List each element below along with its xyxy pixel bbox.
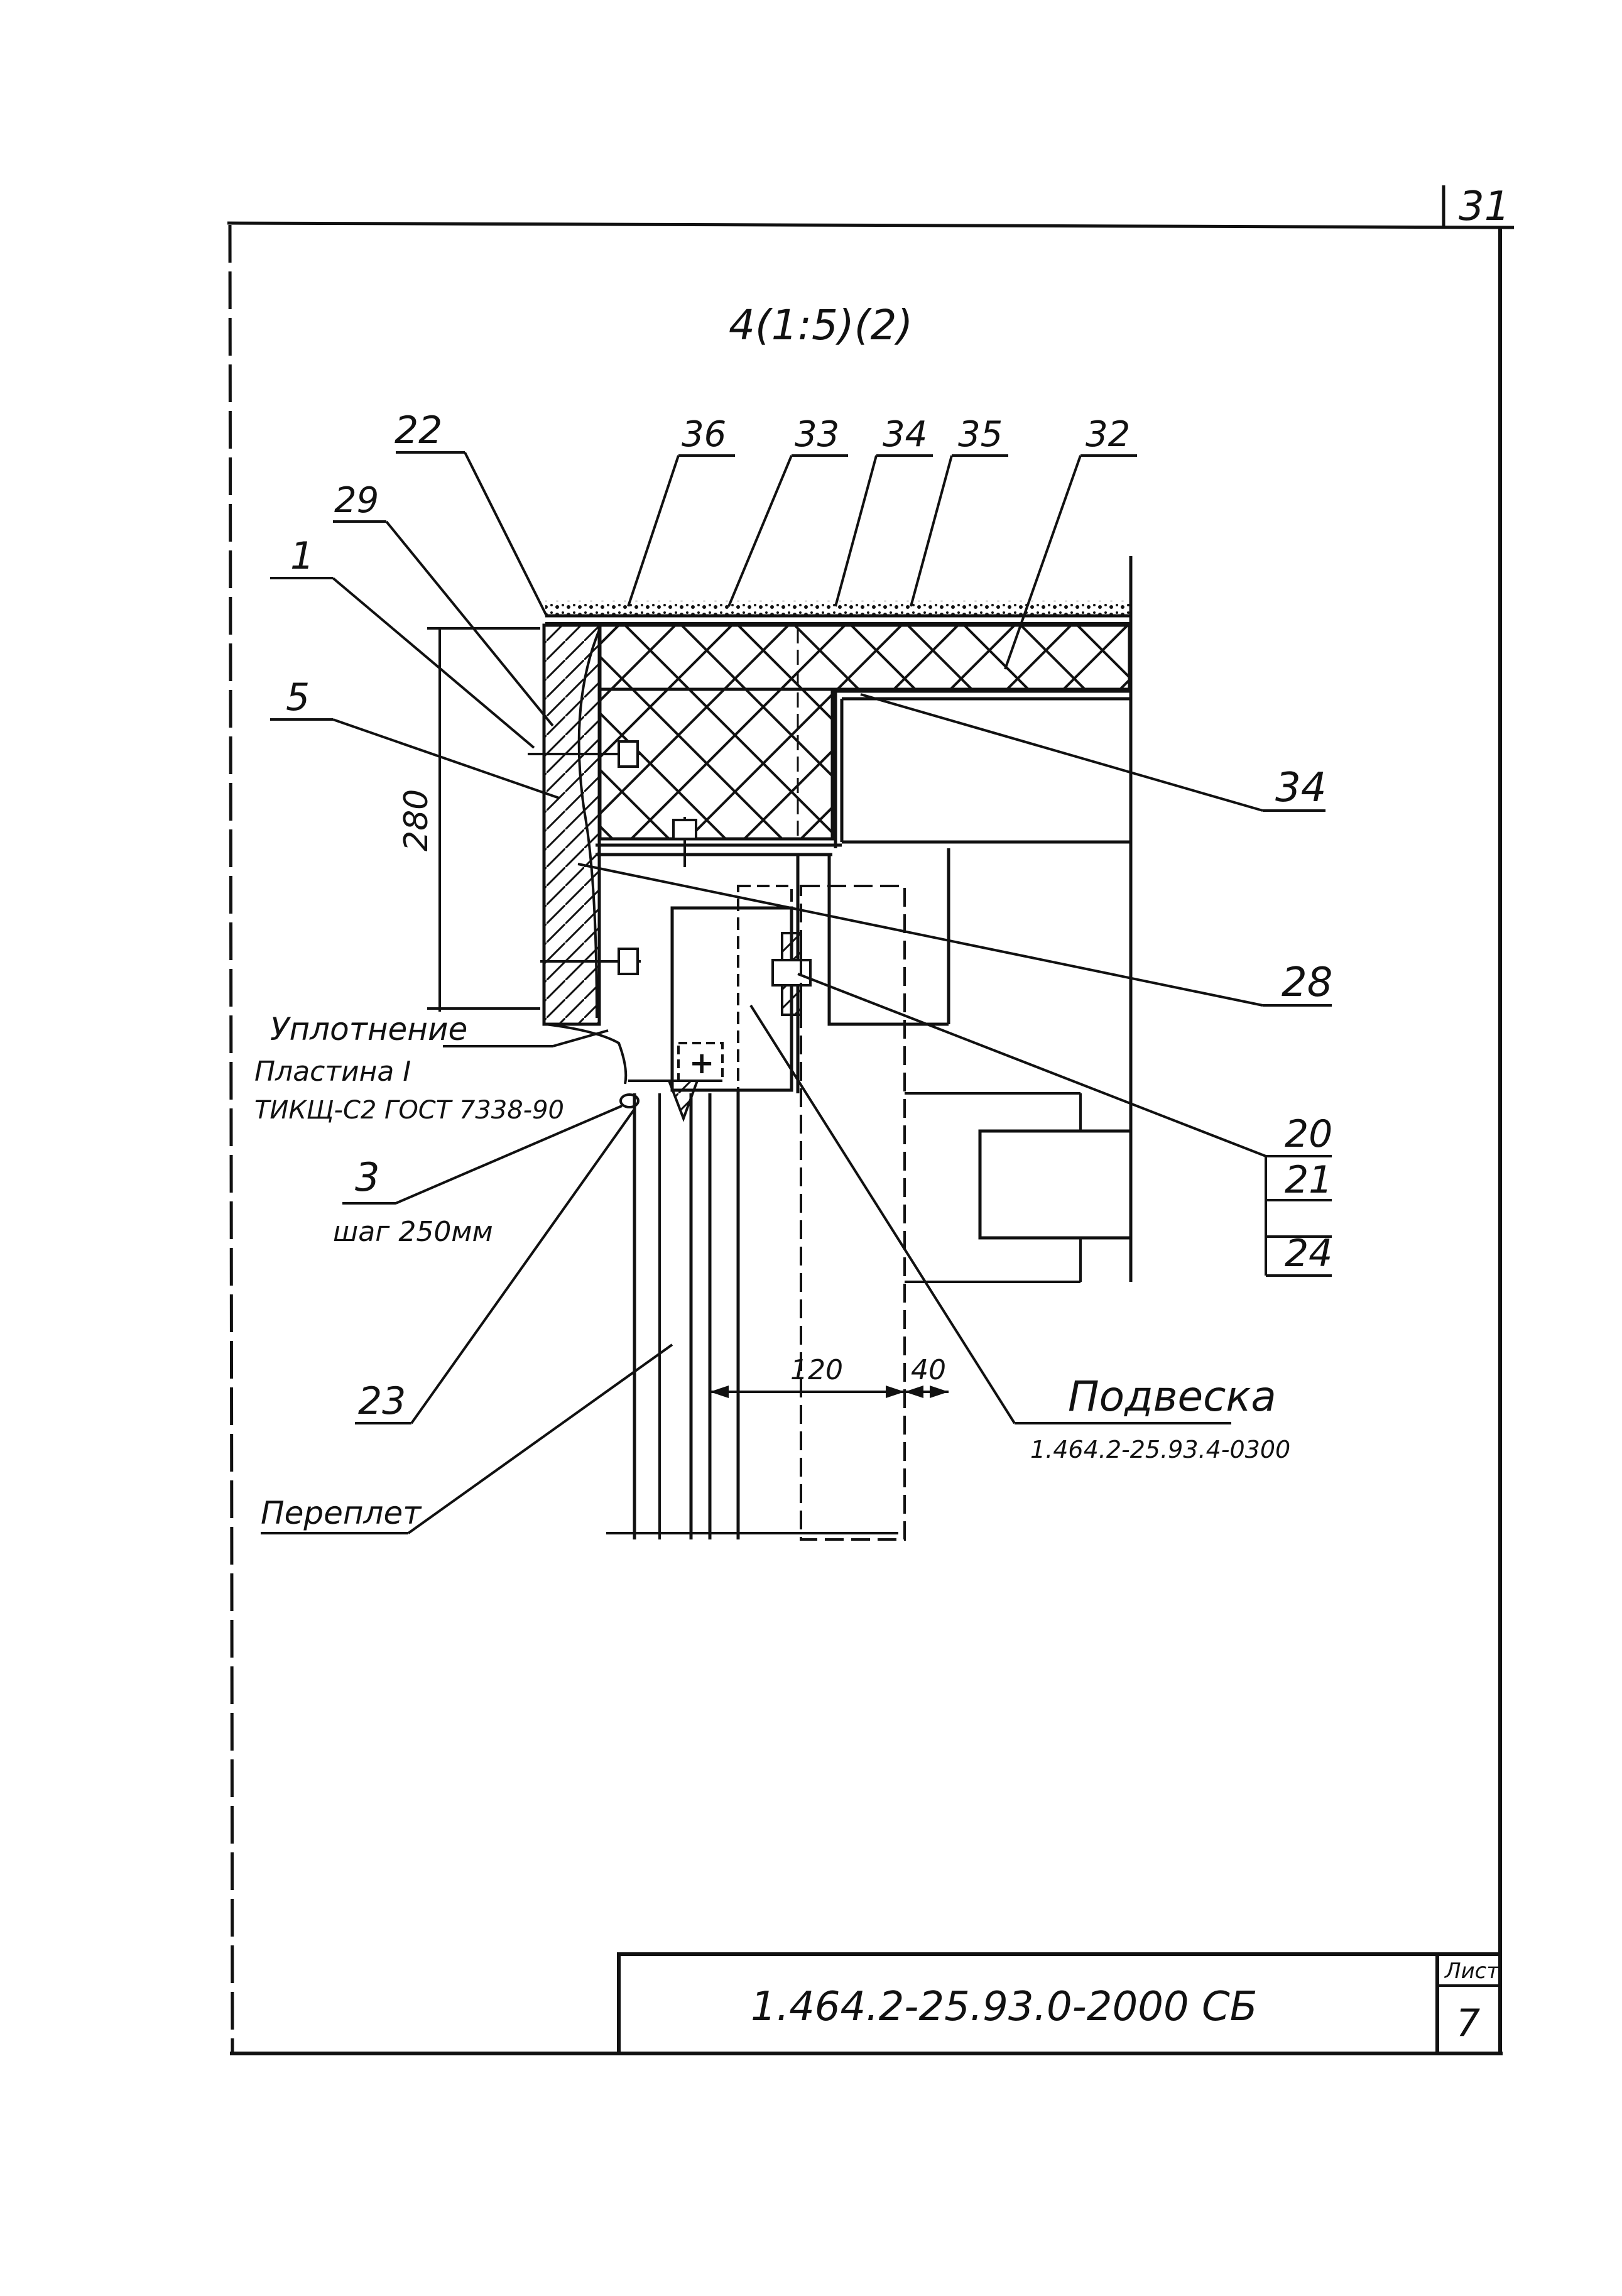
title-block: 1.464.2-25.93.0-2000 СБ Лист 7 xyxy=(617,1952,1502,2055)
dimension-280-text: 280 xyxy=(398,789,435,851)
callout-29: 29 xyxy=(334,480,379,521)
designation: 1.464.2-25.93.0-2000 СБ xyxy=(751,1984,1258,2030)
callout-3: 3 xyxy=(355,1154,379,1200)
page-number-text: 31 xyxy=(1459,183,1510,230)
callout-33: 33 xyxy=(795,414,839,455)
callout-34-top: 34 xyxy=(883,414,927,455)
dimension-120-40: 120 40 xyxy=(710,1354,949,1398)
note-plate-spec: ТИКЩ-С2 ГОСТ 7338-90 xyxy=(254,1096,564,1125)
leader-lines xyxy=(261,451,1332,1534)
dimension-280: 280 xyxy=(398,627,540,1012)
window-frame xyxy=(606,1080,898,1539)
sheet-number: 7 xyxy=(1456,2001,1480,2045)
callout-labels: 22 36 33 34 35 32 29 1 5 34 28 20 21 24 … xyxy=(286,408,1332,1423)
callout-20: 20 xyxy=(1285,1112,1332,1156)
insulation-upper xyxy=(598,623,1131,691)
steel-profile xyxy=(596,689,1129,856)
note-plate: Пластина I xyxy=(254,1056,411,1088)
note-suspension: Подвеска xyxy=(1068,1372,1276,1421)
membrane-layer xyxy=(545,601,1129,615)
seal-strip xyxy=(545,1023,628,1085)
sheet-label: Лист xyxy=(1444,1959,1500,1984)
beam-section xyxy=(978,1129,1133,1240)
callout-5: 5 xyxy=(286,675,310,719)
page-number: 31 xyxy=(1442,183,1510,230)
callout-1: 1 xyxy=(290,534,314,578)
roof-node-section: + 280 xyxy=(398,556,1133,1541)
callout-32: 32 xyxy=(1086,414,1130,455)
bolt-middle xyxy=(672,817,697,867)
callout-23: 23 xyxy=(358,1379,406,1423)
svg-text:+: + xyxy=(689,1046,714,1081)
note-step: шаг 250мм xyxy=(333,1216,493,1248)
note-frame: Переплет xyxy=(261,1495,422,1531)
notes: Уплотнение Пластина I ТИКЩ-С2 ГОСТ 7338-… xyxy=(254,1011,1290,1531)
callout-24: 24 xyxy=(1285,1232,1332,1276)
callout-22: 22 xyxy=(395,408,442,452)
note-seal: Уплотнение xyxy=(270,1011,467,1047)
screw-head xyxy=(619,1093,640,1108)
callout-28: 28 xyxy=(1282,959,1332,1006)
dashed-column xyxy=(800,885,906,1541)
callout-35: 35 xyxy=(958,414,1003,455)
callout-21: 21 xyxy=(1285,1158,1332,1202)
view-title: 4(1:5)(2) xyxy=(729,301,913,349)
suspension-bracket xyxy=(796,855,949,1093)
bolt-upper xyxy=(528,740,641,768)
dimension-120-text: 120 xyxy=(790,1354,843,1386)
dimension-40-text: 40 xyxy=(911,1354,946,1386)
wood-board xyxy=(542,623,601,1026)
callout-36: 36 xyxy=(682,414,726,455)
callout-34-right: 34 xyxy=(1275,765,1326,811)
note-suspension-code: 1.464.2-25.93.4-0300 xyxy=(1030,1436,1290,1463)
bolt-lower xyxy=(540,948,641,975)
